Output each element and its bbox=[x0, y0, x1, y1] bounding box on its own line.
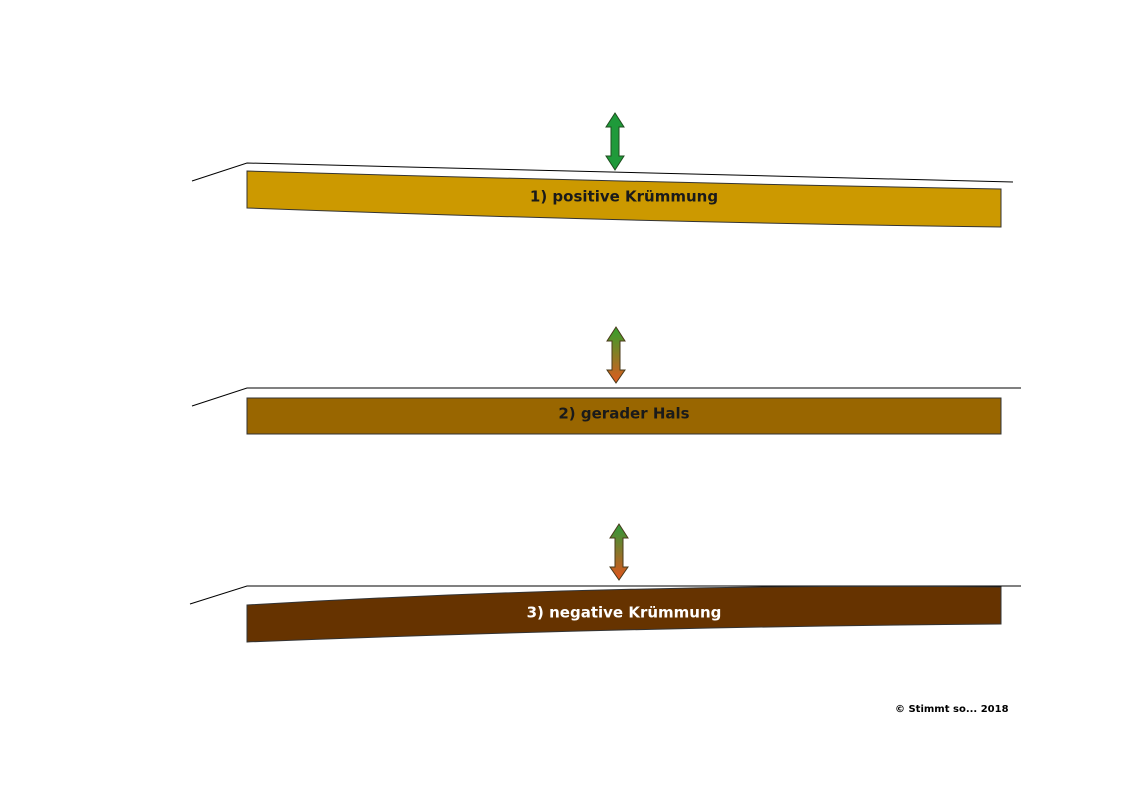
neck-label: 2) gerader Hals bbox=[558, 405, 689, 423]
double-arrow-icon bbox=[606, 326, 626, 384]
neck-label: 3) negative Krümmung bbox=[527, 604, 722, 622]
neck-label: 1) positive Krümmung bbox=[530, 188, 718, 206]
copyright-notice: © Stimmt so... 2018 bbox=[895, 704, 1009, 715]
string-line bbox=[191, 387, 1021, 407]
double-arrow-icon bbox=[605, 112, 625, 171]
neck-body bbox=[246, 397, 1002, 435]
neck-body bbox=[246, 170, 1002, 228]
double-arrow-icon bbox=[609, 523, 629, 581]
string-line bbox=[191, 162, 1014, 183]
neck-body bbox=[246, 585, 1002, 643]
panel-positive-curvature: 1) positive Krümmung bbox=[191, 112, 1014, 228]
string-line bbox=[189, 585, 1021, 605]
panel-straight-neck: 2) gerader Hals bbox=[191, 326, 1021, 435]
panel-negative-curvature: 3) negative Krümmung bbox=[189, 523, 1021, 643]
